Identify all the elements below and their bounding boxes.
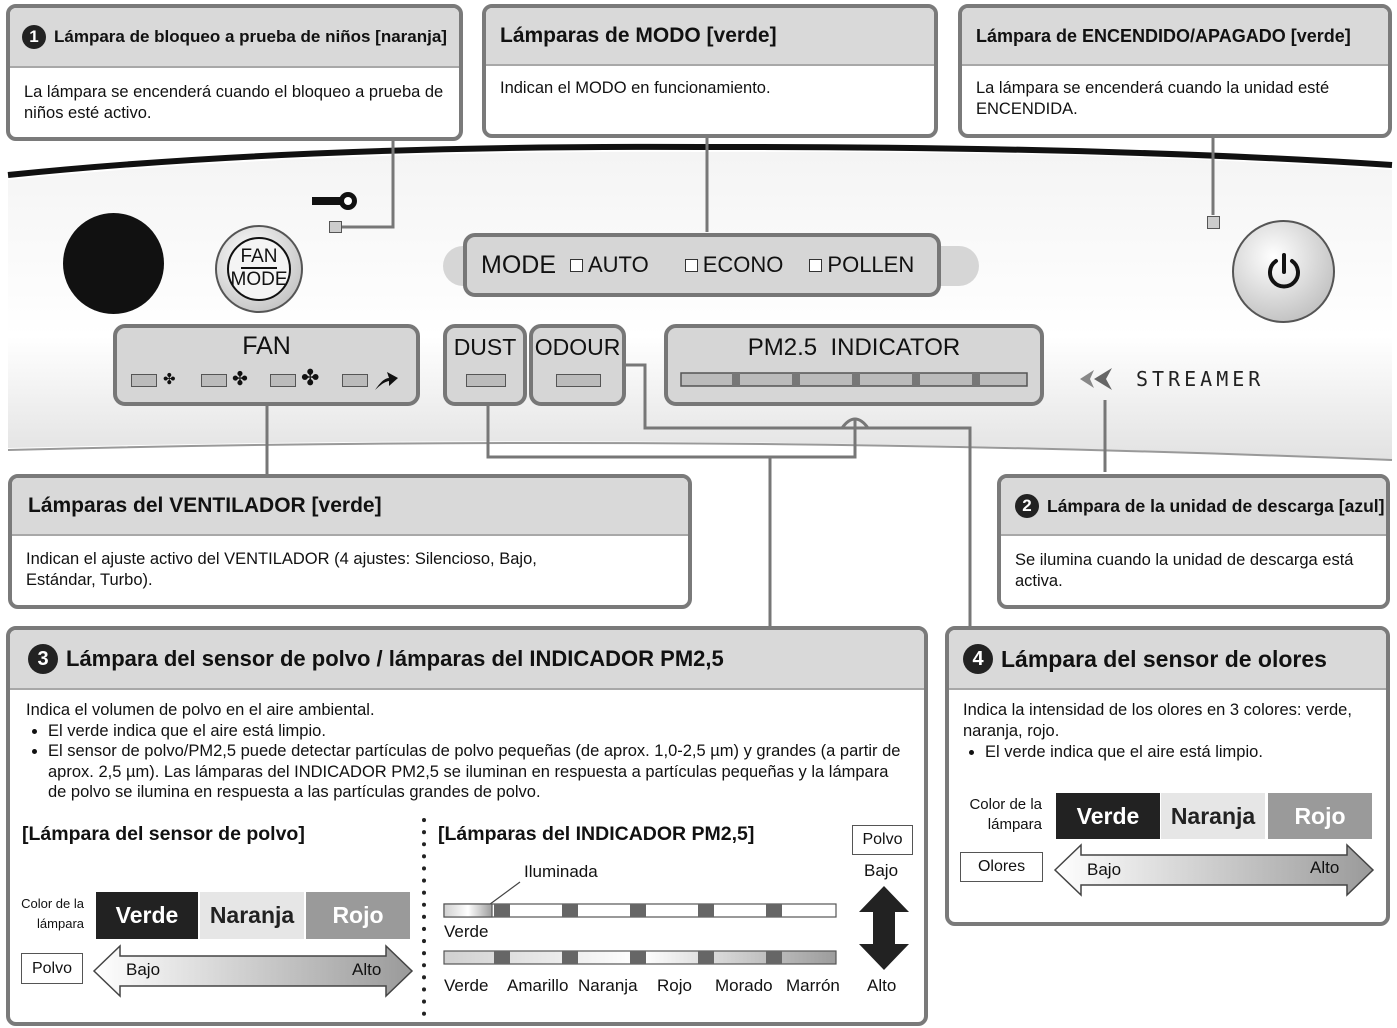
dust-color-verde: Verde	[96, 892, 198, 939]
odour-color-naranja: Naranja	[1161, 793, 1265, 839]
pm25-lamp-bar	[680, 372, 1028, 387]
dust-low-label: Bajo	[126, 960, 161, 979]
fan-standard-icon: ✤	[301, 365, 320, 390]
power-lamp	[1207, 216, 1220, 229]
callout-power-title: Lámpara de ENCENDIDO/APAGADO [verde]	[976, 25, 1351, 46]
child-lock-lamp	[329, 221, 342, 233]
callout-number-4: 4	[963, 644, 993, 674]
fan-quiet-icon: ✤	[163, 371, 176, 388]
mode-auto-label: AUTO	[588, 252, 649, 277]
fan-lamp-standard	[270, 374, 296, 387]
odour-lamp	[556, 374, 601, 387]
callout-discharge: 2 Lámpara de la unidad de descarga [azul…	[997, 474, 1390, 609]
fan-group: FAN ✤ ✤ ✤	[113, 324, 420, 406]
dust-row-label: Polvo	[21, 953, 83, 984]
dust-lamp	[466, 374, 506, 387]
pm25-row2-label-4: Rojo	[657, 976, 692, 995]
power-icon	[1267, 252, 1300, 288]
callout-dust-bullet-2: El sensor de polvo/PM2,5 puede detectar …	[48, 741, 904, 803]
callout-power: Lámpara de ENCENDIDO/APAGADO [verde] La …	[958, 4, 1392, 138]
callout-mode-title: Lámparas de MODO [verde]	[500, 24, 777, 47]
callout-power-text: La lámpara se encenderá cuando la unidad…	[976, 79, 1330, 118]
odour-row-label: Olores	[960, 852, 1043, 882]
mode-pollen-lamp	[809, 258, 823, 272]
pm25-row2-label-2: Amarillo	[507, 976, 569, 995]
odour-low-high-arrow	[1053, 843, 1375, 897]
callout-dust-intro: Indica el volumen de polvo en el aire am…	[26, 701, 375, 719]
dust-label: DUST	[453, 334, 517, 360]
fan-mode-button[interactable]: FAN MODE	[215, 225, 303, 313]
dust-lamp-color-label: Color de la lámpara	[21, 896, 84, 931]
callout-mode: Lámparas de MODO [verde] Indican el MODO…	[482, 4, 938, 138]
callout-dust-title: Lámpara del sensor de polvo / lámparas d…	[66, 646, 724, 671]
pm25-scale-high: Alto	[867, 976, 897, 995]
callout-odour-bullet-1: El verde indica que el aire está limpio.	[985, 742, 1372, 763]
callout-child-lock: 1 Lámpara de bloqueo a prueba de niños […	[6, 4, 463, 141]
pm25-illuminated-label: Iluminada	[524, 862, 598, 881]
fan-label: FAN	[242, 332, 291, 360]
mode-econo-label: ECONO	[702, 252, 784, 277]
odour-label: ODOUR	[534, 334, 621, 360]
dust-high-label: Alto	[352, 960, 382, 979]
callout-mode-text: Indican el MODO en funcionamiento.	[500, 79, 771, 97]
brand-label: STREAMER	[1136, 367, 1265, 391]
fan-lamp-low	[201, 374, 227, 387]
callout-number-2: 2	[1015, 494, 1039, 518]
pm25-row1-label: Verde	[444, 922, 489, 941]
dust-group: DUST	[443, 324, 527, 406]
pm25-row2-label-3: Naranja	[578, 976, 638, 995]
pm25-group: PM2.5 INDICATOR	[664, 324, 1044, 406]
callout-child-lock-title: Lámpara de bloqueo a prueba de niños [na…	[54, 27, 447, 46]
dust-color-rojo: Rojo	[306, 892, 410, 939]
odour-low-label: Bajo	[1087, 860, 1122, 879]
odour-high-label: Alto	[1310, 858, 1340, 877]
odour-color-verde: Verde	[1056, 793, 1160, 839]
dust-color-naranja: Naranja	[200, 892, 304, 939]
fan-mode-button-line2: MODE	[230, 269, 288, 290]
odour-lamp-color-label: Color de la lámpara	[969, 796, 1042, 833]
fan-low-icon: ✤	[232, 369, 248, 390]
odour-color-rojo: Rojo	[1268, 793, 1372, 839]
callout-number-1: 1	[22, 25, 46, 49]
pm25-scale-low: Bajo	[864, 861, 899, 880]
callout-fan-title: Lámparas del VENTILADOR [verde]	[28, 494, 382, 517]
dust-lamp-section-title: [Lámpara del sensor de polvo]	[22, 823, 305, 845]
pm25-row2-label-1: Verde	[444, 976, 489, 995]
fan-mode-button-line1: FAN	[240, 246, 278, 269]
callout-dust-bullet-1: El verde indica que el aire está limpio.	[48, 721, 904, 742]
mode-group: MODE AUTO ECONO POLLEN	[463, 233, 941, 297]
power-button[interactable]	[1232, 220, 1335, 323]
pm25-row2-label-6: Marrón	[786, 976, 840, 995]
pm25-scale-label: Polvo	[852, 825, 913, 855]
fan-lamp-turbo	[342, 374, 368, 387]
callout-fan-text: Indican el ajuste activo del VENTILADOR …	[26, 550, 537, 589]
pm25-scale-arrow	[859, 886, 909, 970]
odour-group: ODOUR	[529, 324, 626, 406]
callout-odour-title: Lámpara del sensor de olores	[1001, 645, 1327, 672]
mode-pollen-label: POLLEN	[827, 252, 915, 277]
pm25-label: PM2.5 INDICATOR	[747, 334, 961, 361]
pm25-illustration	[443, 881, 837, 965]
fan-turbo-icon	[375, 372, 398, 390]
streamer-logo-icon	[1080, 368, 1112, 390]
key-icon	[312, 192, 357, 210]
section-divider	[422, 818, 426, 1018]
callout-discharge-text: Se ilumina cuando la unidad de descarga …	[1015, 551, 1354, 590]
pm25-section-title: [Lámparas del INDICADOR PM2,5]	[438, 823, 755, 845]
mode-label: MODE	[481, 250, 556, 279]
black-round-button[interactable]	[63, 213, 164, 314]
callout-fan: Lámparas del VENTILADOR [verde] Indican …	[8, 474, 692, 609]
mode-auto-lamp	[570, 258, 583, 272]
mode-econo-lamp	[684, 258, 698, 272]
pm25-row2-label-5: Morado	[715, 976, 773, 995]
callout-child-lock-text: La lámpara se encenderá cuando el bloque…	[24, 83, 444, 122]
fan-lamp-quiet	[131, 374, 157, 387]
callout-odour-intro: Indica la intensidad de los olores en 3 …	[963, 701, 1352, 740]
callout-number-3: 3	[28, 644, 58, 674]
dust-low-high-arrow	[92, 944, 414, 998]
callout-discharge-title: Lámpara de la unidad de descarga [azul]	[1047, 495, 1385, 516]
